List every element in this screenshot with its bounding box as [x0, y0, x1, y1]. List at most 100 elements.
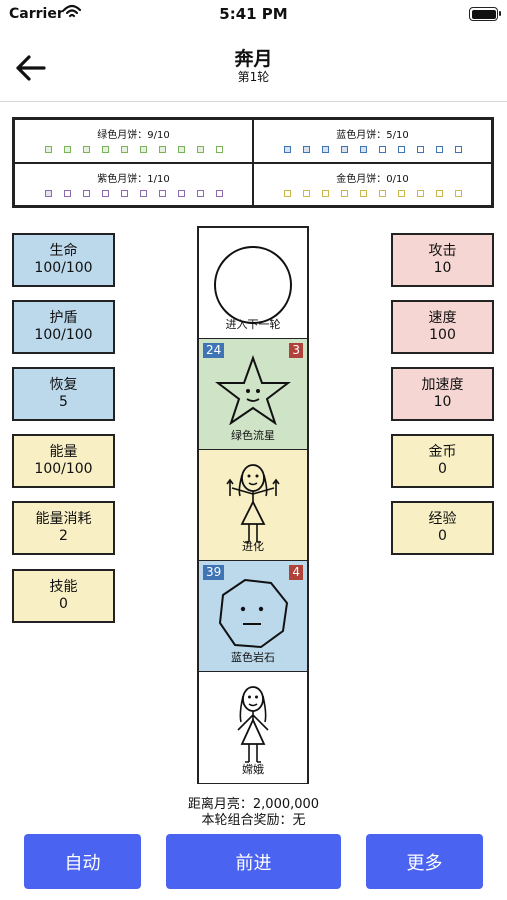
mooncake-square-empty	[416, 189, 424, 197]
stat-name: 能量	[49, 444, 78, 460]
moon-circle-icon	[214, 246, 292, 324]
forward-button[interactable]: 前进	[166, 834, 341, 889]
mooncake-square-empty	[397, 189, 405, 197]
track-cell-change[interactable]: 嫦娥	[199, 672, 307, 783]
mooncake-square-empty	[454, 146, 462, 153]
stat-value: 0	[438, 461, 447, 477]
mooncake-label: 金色月饼：0/10	[336, 173, 409, 185]
stat-value: 2	[59, 528, 68, 544]
mooncake-square-filled	[82, 146, 90, 153]
mooncake-square-filled	[101, 146, 109, 153]
stat-value: 5	[59, 394, 68, 410]
mooncake-square-empty	[101, 189, 109, 197]
more-button[interactable]: 更多	[366, 834, 483, 889]
navigation-bar: 奔月 第1轮	[0, 36, 507, 102]
mooncake-square-filled	[44, 189, 52, 197]
wifi-icon	[62, 4, 82, 24]
stat-regen: 恢复 5	[12, 367, 115, 421]
stat-value: 0	[438, 528, 447, 544]
track-cell-label: 进化	[242, 540, 264, 553]
stat-speed: 速度 100	[391, 300, 494, 354]
auto-button[interactable]: 自动	[24, 834, 141, 889]
mooncake-square-empty	[196, 189, 204, 197]
stat-value: 100	[429, 327, 456, 343]
mooncake-square-filled	[44, 146, 52, 153]
mooncake-dots	[254, 146, 491, 153]
mooncake-square-empty	[435, 189, 443, 197]
mooncake-square-filled	[321, 146, 329, 153]
mooncake-square-empty	[397, 146, 405, 153]
stat-energy: 能量 100/100	[12, 434, 115, 488]
stat-value: 0	[59, 596, 68, 612]
mooncake-label: 绿色月饼：9/10	[97, 130, 170, 141]
stat-name: 经验	[428, 511, 457, 527]
game-track: 进入下一轮 24 3 绿色流星 进化 39 4	[197, 226, 309, 784]
track-cell-next-round[interactable]: 进入下一轮	[199, 228, 307, 339]
hp-badge: 39	[203, 565, 225, 580]
stat-shield: 护盾 100/100	[12, 300, 115, 354]
stat-value: 10	[433, 260, 452, 276]
mooncake-green: 绿色月饼：9/10	[14, 119, 253, 163]
status-bar: Carrier 5:41 PM	[0, 0, 507, 28]
track-cell-green-meteor[interactable]: 24 3 绿色流星	[199, 339, 307, 450]
stat-acceleration: 加速度 10	[391, 367, 494, 421]
mooncake-square-empty	[302, 189, 310, 197]
mooncake-square-filled	[177, 146, 185, 153]
track-cell-evolve[interactable]: 进化	[199, 450, 307, 561]
stat-attack: 攻击 10	[391, 233, 494, 287]
combo-reward: 本轮组合奖励：无	[201, 813, 306, 828]
mooncake-square-empty	[283, 189, 291, 197]
hp-badge: 24	[203, 343, 225, 358]
mooncake-dots	[254, 189, 491, 197]
stat-name: 护盾	[49, 310, 78, 326]
mooncake-label: 蓝色月饼：5/10	[336, 130, 409, 141]
mooncake-square-empty	[321, 189, 329, 197]
distance-info: 距离月亮：2,000,000 本轮组合奖励：无	[0, 797, 507, 829]
stat-name: 金币	[428, 444, 457, 460]
mooncake-square-empty	[120, 189, 128, 197]
carrier-label: Carrier	[9, 6, 64, 22]
mooncake-square-filled	[283, 146, 291, 153]
track-cell-label: 绿色流星	[231, 429, 275, 442]
stat-name: 技能	[49, 579, 78, 595]
track-cell-blue-rock[interactable]: 39 4 蓝色岩石	[199, 561, 307, 672]
stat-energy-cost: 能量消耗 2	[12, 501, 115, 555]
mooncake-square-empty	[454, 189, 462, 197]
stick-girl-icon	[226, 464, 280, 543]
mooncake-square-empty	[63, 189, 71, 197]
mooncake-square-filled	[158, 146, 166, 153]
mooncake-square-filled	[120, 146, 128, 153]
back-button[interactable]	[10, 48, 50, 88]
mooncake-square-filled	[139, 146, 147, 153]
change-girl-icon	[237, 686, 269, 763]
stat-value: 100/100	[34, 327, 93, 343]
mooncake-square-empty	[378, 189, 386, 197]
mooncake-dots	[15, 146, 252, 153]
stat-value: 10	[433, 394, 452, 410]
track-cell-label: 进入下一轮	[225, 318, 281, 331]
mooncake-square-empty	[177, 189, 185, 197]
damage-badge: 4	[289, 565, 303, 580]
mooncake-dots	[15, 189, 252, 197]
clock: 5:41 PM	[219, 5, 288, 23]
mooncake-square-filled	[340, 146, 348, 153]
star-face-icon	[215, 355, 291, 425]
stat-name: 攻击	[428, 243, 457, 259]
round-subtitle: 第1轮	[237, 70, 270, 84]
back-arrow-icon	[16, 55, 46, 81]
stat-name: 生命	[49, 243, 78, 259]
mooncake-square-empty	[359, 189, 367, 197]
battery-icon	[469, 7, 501, 21]
mooncake-square-empty	[378, 146, 386, 153]
stat-value: 100/100	[34, 260, 93, 276]
mooncake-square-empty	[215, 189, 223, 197]
track-cell-label: 蓝色岩石	[231, 651, 275, 664]
mooncake-square-empty	[82, 189, 90, 197]
mooncake-square-filled	[359, 146, 367, 153]
stat-name: 能量消耗	[35, 511, 92, 527]
track-cell-label: 嫦娥	[242, 763, 264, 776]
mooncake-square-filled	[196, 146, 204, 153]
mooncake-square-empty	[416, 146, 424, 153]
mooncake-blue: 蓝色月饼：5/10	[253, 119, 492, 163]
mooncake-square-empty	[340, 189, 348, 197]
